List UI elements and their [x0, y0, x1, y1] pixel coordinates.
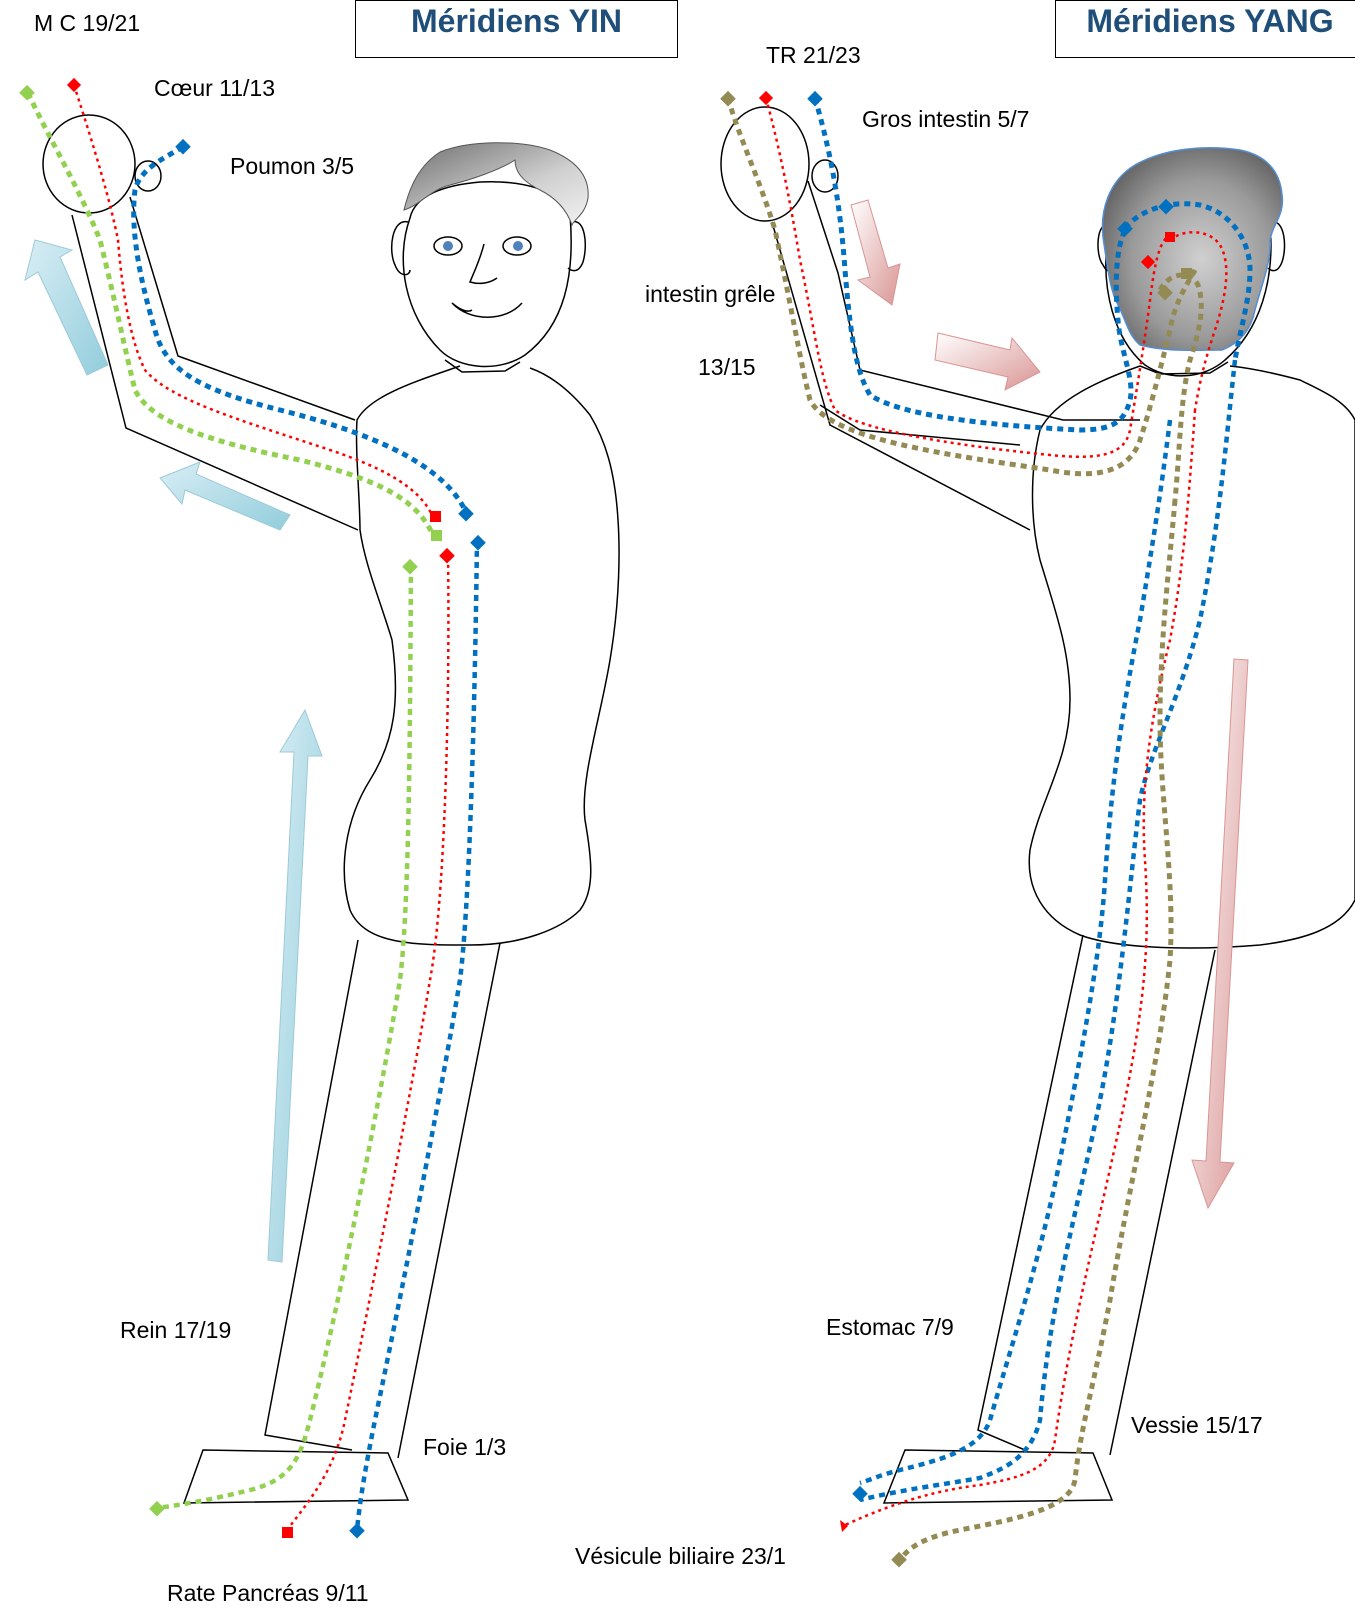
label-vessie: Vessie 15/17	[1131, 1414, 1263, 1437]
yang-title: Méridiens YANG	[1086, 1, 1333, 40]
yin-hand	[43, 115, 135, 213]
yin-arrow-leg-up	[268, 710, 322, 1262]
yin-title: Méridiens YIN	[411, 1, 622, 40]
meridian-foie-leg	[357, 540, 477, 1530]
label-intestin-grele: intestin grêle	[645, 283, 775, 306]
yang-leg-left	[978, 935, 1083, 1450]
label-foie: Foie 1/3	[423, 1436, 506, 1459]
yang-title-box: Méridiens YANG	[1055, 0, 1355, 58]
meridian-vesicule-back	[900, 500, 1175, 1560]
yin-pupil-left	[443, 241, 453, 251]
label-estomac: Estomac 7/9	[826, 1316, 954, 1339]
yin-thumb	[135, 161, 161, 191]
yang-arrow-leg-down	[1192, 659, 1248, 1208]
label-mc: M C 19/21	[34, 12, 140, 35]
label-rein: Rein 17/19	[120, 1319, 231, 1342]
yang-figure	[721, 107, 1355, 1503]
yin-leg-right	[398, 943, 500, 1458]
meridian-gros-intestin-arm	[815, 98, 1131, 430]
meridian-estomac-back	[845, 410, 1195, 1525]
yin-head	[403, 182, 571, 367]
yin-markers	[19, 78, 486, 1539]
yin-nose	[470, 244, 497, 283]
label-poumon: Poumon 3/5	[230, 155, 354, 178]
yin-torso	[344, 366, 619, 945]
label-tr: TR 21/23	[766, 44, 861, 67]
yin-mouth	[452, 303, 522, 317]
yin-title-box: Méridiens YIN	[355, 0, 678, 58]
yang-foot	[884, 1450, 1112, 1503]
label-rate-pancreas: Rate Pancréas 9/11	[167, 1582, 369, 1605]
label-intestin-grele-num: 13/15	[698, 356, 756, 379]
yang-arrow-head-down	[851, 200, 900, 305]
yang-arrow-arm-right	[935, 333, 1040, 390]
yin-arm	[72, 197, 358, 530]
label-vesicule-biliaire: Vésicule biliaire 23/1	[575, 1545, 786, 1568]
label-gros-intestin: Gros intestin 5/7	[862, 108, 1029, 131]
yin-hair	[404, 143, 588, 225]
yin-pupil-right	[513, 241, 523, 251]
yang-flow-arrows	[851, 200, 1248, 1208]
label-coeur: Cœur 11/13	[154, 77, 275, 100]
meridian-rate-leg	[287, 551, 448, 1530]
